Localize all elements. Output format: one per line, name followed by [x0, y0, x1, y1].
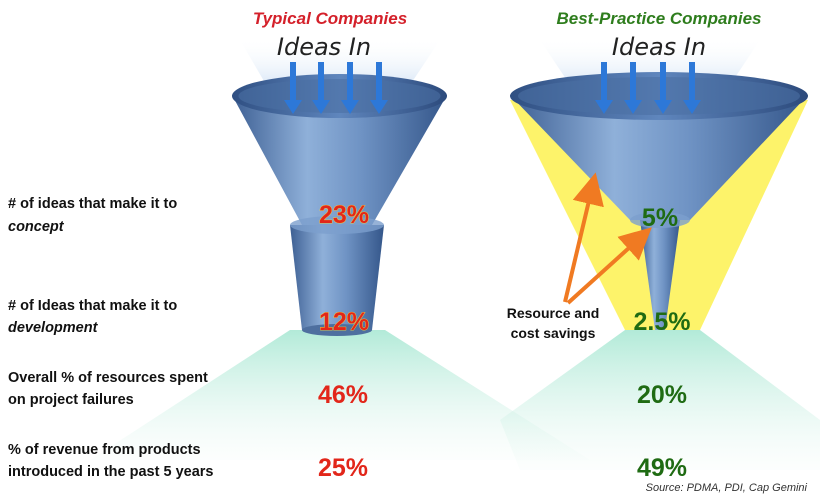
down-arrow-icon [312, 62, 330, 114]
typical-development-value: 12% [319, 308, 369, 336]
row-3-label-line2: on project failures [8, 392, 134, 408]
down-arrow-icon [624, 62, 642, 114]
best-failure-resources-value: 20% [637, 381, 687, 409]
row-1-label-line2: concept [8, 219, 65, 235]
savings-annotation-line1: Resource and [507, 305, 600, 321]
best-funnel [510, 72, 808, 330]
row-4-label-line2: introduced in the past 5 years [8, 464, 213, 480]
savings-annotation-line2: cost savings [511, 325, 596, 341]
best-ideas-in: Ideas In [612, 33, 706, 61]
down-arrow-icon [341, 62, 359, 114]
best-glow [500, 330, 820, 470]
row-2-label-line2: development [8, 320, 99, 336]
best-concept-value: 5% [642, 204, 678, 232]
typical-revenue-value: 25% [318, 454, 368, 482]
row-4-label-line1: % of revenue from products [8, 442, 201, 458]
typical-ideas-in: Ideas In [277, 33, 371, 61]
row-1-label-line1: # of ideas that make it to [8, 196, 177, 212]
typical-title: Typical Companies [253, 9, 407, 28]
down-arrow-icon [595, 62, 613, 114]
down-arrow-icon [654, 62, 672, 114]
down-arrow-icon [370, 62, 388, 114]
orange-arrow-icon [563, 172, 652, 305]
typical-glow [90, 330, 590, 460]
source-note: Source: PDMA, PDI, Cap Gemini [646, 482, 808, 494]
down-arrow-icon [683, 62, 701, 114]
typical-failure-resources-value: 46% [318, 381, 368, 409]
best-title: Best-Practice Companies [556, 9, 761, 28]
best-revenue-value: 49% [637, 454, 687, 482]
row-3-label-line1: Overall % of resources spent [8, 370, 208, 386]
typical-concept-value: 23% [319, 201, 369, 229]
typical-down-arrows [284, 62, 388, 114]
best-down-arrows [595, 62, 701, 114]
typical-funnel [232, 74, 447, 336]
down-arrow-icon [284, 62, 302, 114]
best-development-value: 2.5% [634, 308, 691, 336]
row-2-label-line1: # of Ideas that make it to [8, 298, 177, 314]
